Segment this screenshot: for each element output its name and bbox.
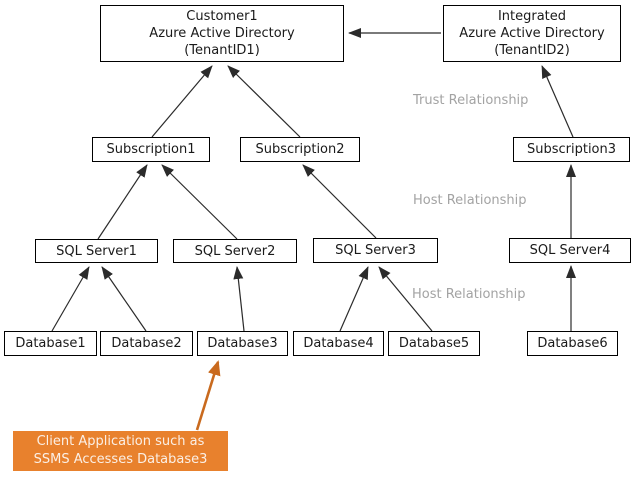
edge-sqlserver2-to-subscription1 xyxy=(161,164,238,240)
edge-database3-to-sqlserver2 xyxy=(233,266,245,332)
label-host-relationship-lower: Host Relationship xyxy=(412,287,526,302)
node-database2: Database2 xyxy=(100,331,193,356)
edge-sqlserver3-to-subscription2 xyxy=(302,164,377,239)
edge-subscription1-to-customer-aad xyxy=(151,65,213,138)
node-sql-server3: SQL Server3 xyxy=(313,238,438,263)
edge-database1-to-sqlserver1 xyxy=(51,266,90,332)
edge-database4-to-sqlserver3 xyxy=(339,266,369,332)
edge-subscription2-to-customer-aad xyxy=(227,65,301,138)
edge-database2-to-sqlserver1 xyxy=(101,266,147,332)
node-database6: Database6 xyxy=(527,331,618,356)
node-database5: Database5 xyxy=(388,331,480,356)
node-sql-server1: SQL Server1 xyxy=(35,239,158,263)
node-database4: Database4 xyxy=(293,331,384,356)
label-host-relationship-upper: Host Relationship xyxy=(413,193,527,208)
node-integrated-aad: Integrated Azure Active Directory (Tenan… xyxy=(443,5,621,62)
node-database3: Database3 xyxy=(197,331,288,356)
label-trust-relationship: Trust Relationship xyxy=(413,93,529,108)
node-sql-server2: SQL Server2 xyxy=(173,239,297,263)
edge-client-note-to-database3 xyxy=(195,360,221,431)
node-subscription2: Subscription2 xyxy=(240,137,360,162)
node-subscription1: Subscription1 xyxy=(92,137,210,162)
client-application-note: Client Application such as SSMS Accesses… xyxy=(13,431,228,471)
node-subscription3: Subscription3 xyxy=(513,137,630,162)
node-database1: Database1 xyxy=(4,331,97,356)
edge-subscription3-to-integrated-aad xyxy=(541,65,574,138)
node-sql-server4: SQL Server4 xyxy=(509,238,631,263)
edge-sqlserver1-to-subscription1 xyxy=(97,164,148,240)
node-customer1-aad: Customer1 Azure Active Directory (Tenant… xyxy=(100,5,344,62)
